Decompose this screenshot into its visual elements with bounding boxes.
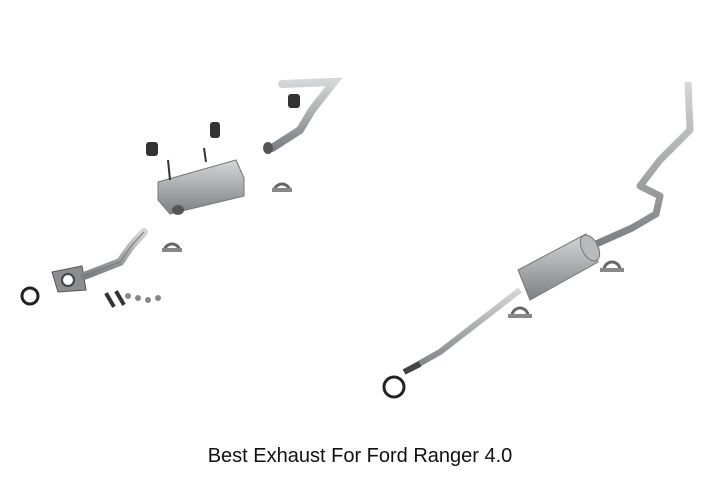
muffler	[157, 159, 245, 215]
exploded-parts-kit	[20, 77, 343, 308]
bolts	[104, 290, 161, 308]
tail-pipe	[263, 77, 343, 154]
gasket-ring	[20, 286, 40, 306]
assembled-exhaust-system	[382, 81, 694, 399]
gasket-ring	[382, 375, 406, 399]
front-pipe	[51, 228, 148, 293]
exhaust-kit-illustration	[20, 77, 694, 399]
hangers	[146, 94, 300, 156]
image-caption: Best Exhaust For Ford Ranger 4.0	[207, 445, 513, 467]
